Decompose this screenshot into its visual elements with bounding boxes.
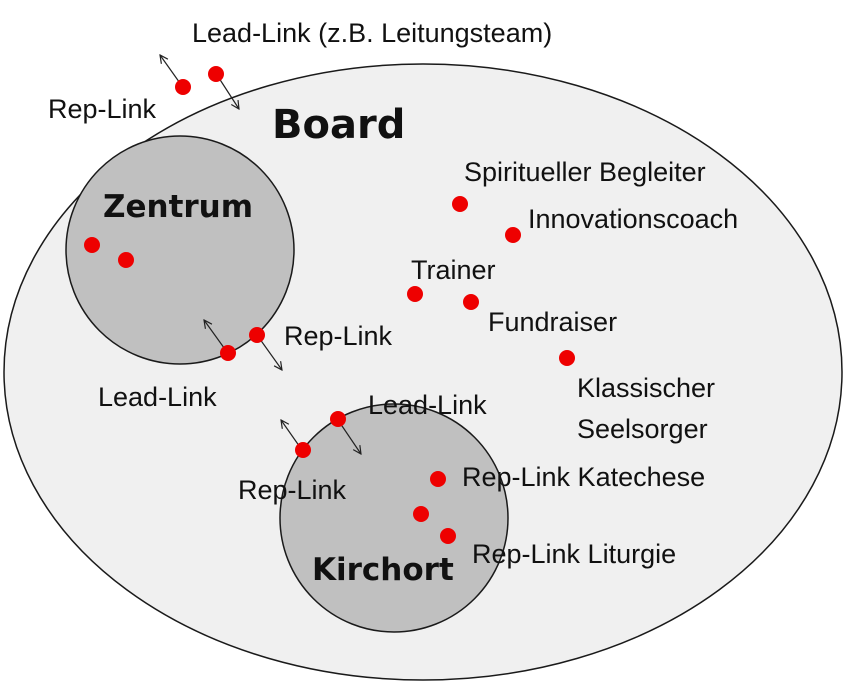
label-spiritueller-begleiter: Spiritueller Begleiter bbox=[464, 157, 706, 187]
label-klassischer: Klassischer bbox=[577, 373, 715, 403]
label-top-lead-link: Lead-Link (z.B. Leitungsteam) bbox=[192, 18, 552, 48]
dot-kirchort-inner bbox=[413, 506, 429, 522]
top-lead-link-arrow bbox=[216, 74, 239, 109]
label-kirchort-lead-link: Lead-Link bbox=[368, 390, 487, 420]
label-innovationscoach: Innovationscoach bbox=[528, 204, 738, 234]
dot-klassischer-seelsorger bbox=[559, 350, 575, 366]
dot-fundraiser bbox=[463, 294, 479, 310]
label-trainer: Trainer bbox=[411, 255, 496, 285]
dot-zentrum-lead-link bbox=[220, 345, 236, 361]
label-kirchort-rep-link: Rep-Link bbox=[238, 475, 347, 505]
dot-kirchort-rep-link bbox=[295, 442, 311, 458]
label-fundraiser: Fundraiser bbox=[488, 307, 617, 337]
zentrum-title: Zentrum bbox=[103, 189, 253, 225]
dot-innovationscoach bbox=[505, 227, 521, 243]
kirchort-circle bbox=[279, 403, 509, 633]
label-seelsorger: Seelsorger bbox=[577, 414, 708, 444]
label-zentrum-rep-link: Rep-Link bbox=[284, 321, 393, 351]
dot-top-lead-link bbox=[208, 66, 224, 82]
dot-zentrum-rep-link bbox=[249, 327, 265, 343]
dot-zentrum-2 bbox=[118, 252, 134, 268]
label-rep-link-katechese: Rep-Link Katechese bbox=[462, 462, 705, 492]
dot-rep-link-liturgie bbox=[440, 528, 456, 544]
dot-top-rep-link bbox=[175, 79, 191, 95]
dot-trainer bbox=[407, 286, 423, 302]
dot-rep-link-katechese bbox=[430, 471, 446, 487]
label-top-rep-link: Rep-Link bbox=[48, 94, 157, 124]
board-title: Board bbox=[272, 102, 405, 148]
label-rep-link-liturgie: Rep-Link Liturgie bbox=[472, 539, 676, 569]
label-zentrum-lead-link: Lead-Link bbox=[98, 382, 217, 412]
kirchort-title: Kirchort bbox=[312, 552, 454, 588]
dot-zentrum-1 bbox=[84, 237, 100, 253]
dot-kirchort-lead-link bbox=[330, 411, 346, 427]
zentrum-circle bbox=[65, 135, 295, 365]
dot-spiritueller-begleiter bbox=[452, 196, 468, 212]
